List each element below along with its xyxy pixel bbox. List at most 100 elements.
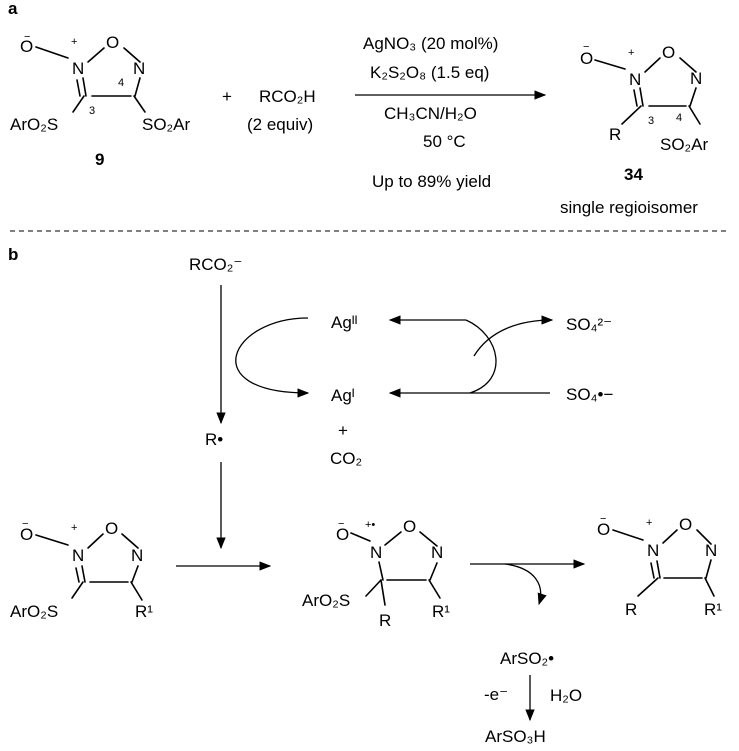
bond-no [612,529,644,541]
bond-no [350,532,371,542]
intermediate-radical-cation: +• [365,519,375,531]
reactant-9-oxide-o: O [20,37,33,56]
product-ring-nitrogen: N [705,541,717,560]
bond-o-n-ring [696,529,712,545]
reactant-9-oxide-minus: − [24,31,30,43]
intermediate-nitrogen-oxide: N [370,543,382,562]
product-34-number: 34 [624,165,643,184]
bond-n-c [378,561,384,581]
start-right-substituent: R¹ [135,602,153,621]
silver-ii: Agᴵᴵ [331,313,357,332]
bond-n-c [705,559,712,579]
intermediate-right-substituent: R¹ [432,602,450,621]
cycle-connector-arc [465,319,497,394]
condition-catalyst: AgNO₃ (20 mol%) [363,34,498,53]
bond-o-n-ring [123,47,141,63]
bond-c-r1 [428,579,441,599]
reactant-9-right-substituent: SO₂Ar [142,115,191,134]
product-oxide-minus: − [600,513,606,525]
right-cycle-arc [473,315,554,357]
product-34-position-3: 3 [648,115,654,127]
product-34-oxide-minus: − [583,41,589,53]
bond-o-n-ring [419,531,438,547]
product-34-left-substituent: R [609,125,621,144]
sulfonic-acid: ArSO₃H [485,727,546,746]
bond-n-c [81,565,86,583]
carboxylic-acid-equiv: (2 equiv) [247,115,313,134]
start-n-plus: + [71,522,77,534]
radical-intermediate-structure: O − N +• O N ArO₂S R R¹ [302,517,450,630]
bond-no [594,59,626,70]
intermediate-ring-nitrogen: N [431,543,443,562]
bond-n-c3 [82,77,87,97]
bond-n-o-ring [87,533,104,549]
bond-n-c-double [650,562,655,579]
bond-c-r1 [130,581,143,601]
bond-c4-s [133,95,146,113]
water: H₂O [550,686,582,705]
bond-c-r1 [704,577,715,597]
product-34-regioisomer-note: single regioisomer [560,198,698,217]
bond-c4-s [688,105,701,125]
bond-c-r [380,579,386,606]
panel-b-label: b [8,245,18,264]
reactant-9-ring-nitrogen: N [133,59,145,78]
condition-temperature: 50 °C [423,132,466,151]
product-34-ring-nitrogen: N [690,69,702,88]
intermediate-oxide-o: O [336,525,349,544]
intermediate-ring-oxygen: O [403,517,416,536]
bond-n-c [131,565,139,583]
sulfate-dianion: SO₄²⁻ [566,315,612,334]
bond-n-c [429,562,438,581]
bond-c3-r [621,105,642,125]
bond-n-c3-double [76,79,81,97]
condition-solvent: CH₃CN/H₂O [384,104,477,123]
minus-electron: -e⁻ [484,685,508,704]
bond-c-r [637,577,659,597]
bond-no [35,534,69,546]
bond-c-s [71,581,84,599]
product-34-nitrogen-oxide: N [629,70,641,89]
product-furoxan-structure: O − N + O N R R¹ [597,513,722,619]
bond-c3-s [72,95,85,113]
silver-i: Agᴵ [331,386,355,405]
bond-n-c-double [75,567,80,583]
left-cycle-arc [235,317,310,398]
bond-n-o-ring [87,47,105,63]
reactant-9-ring-oxygen: O [106,33,119,52]
bond-n-o-ring [662,529,678,544]
panel-a-label: a [8,0,18,18]
product-right-substituent: R¹ [704,600,722,619]
intermediate-left-substituent: ArO₂S [302,591,350,610]
condition-yield: Up to 89% yield [372,172,491,191]
product-left-substituent: R [625,600,637,619]
reactant-9-position-4: 4 [118,77,124,89]
product-oxide-o: O [597,520,610,539]
product-34-right-substituent: SO₂Ar [660,135,709,154]
co2-plus: + [338,421,348,440]
bond-no [35,46,69,59]
start-furoxan-structure: O − N + O N ArO₂S R¹ [10,518,153,621]
reactant-9-nitrogen-oxide: N [72,59,84,78]
product-34-ring-oxygen: O [662,43,675,62]
intermediate-bottom-substituent: R [379,611,391,630]
sulfonyl-radical: ArSO₂• [500,649,554,668]
reactant-9-number: 9 [95,150,104,169]
carboxylate-anion: RCO₂⁻ [189,255,242,274]
carbon-dioxide: CO₂ [330,449,362,468]
bond-n-c3-double [633,89,638,107]
bond-o-n-ring [679,57,697,73]
alkyl-radical: R• [205,430,223,449]
start-oxide-minus: − [22,518,28,530]
intermediate-oxide-minus: − [338,518,344,530]
carboxylic-acid: RCO₂H [259,87,316,106]
bond-n-c3 [639,87,644,107]
reactant-9-n-plus: + [71,36,77,48]
product-34-position-4: 4 [676,112,682,124]
sulfonyl-loss-arrow [504,563,547,606]
product-34-n-plus: + [628,47,634,59]
product-34-structure: O − N + O N 3 4 R SO₂Ar 34 single regioi… [560,41,709,217]
product-ring-oxygen: O [679,515,692,534]
